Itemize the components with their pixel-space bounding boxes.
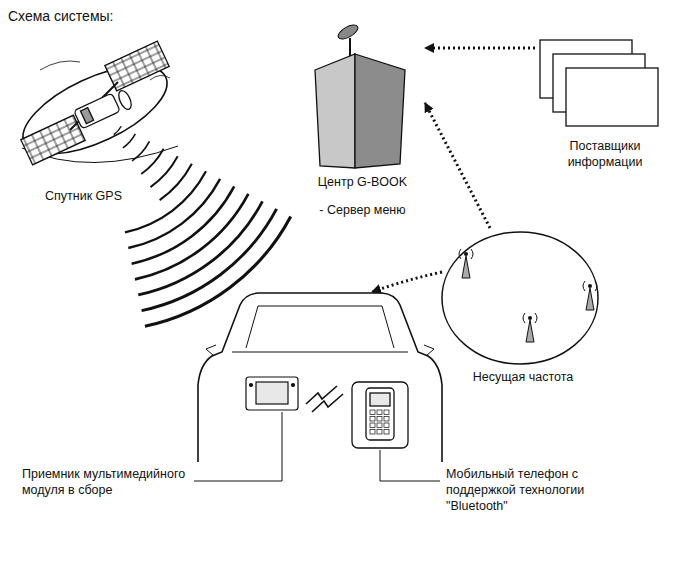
part-label: Приемник мультимедийного модуля в сборе bbox=[22, 466, 194, 498]
signal-wave bbox=[132, 141, 149, 161]
title: Схема системы: bbox=[8, 8, 113, 24]
signal-wave bbox=[128, 179, 220, 248]
phone-key bbox=[370, 417, 375, 422]
node-heading: Несущая частота bbox=[438, 369, 608, 385]
signal-wave bbox=[125, 171, 206, 232]
carrier-network: Несущая частота bbox=[438, 228, 608, 385]
bluetooth-link bbox=[306, 386, 343, 412]
signal-wave bbox=[141, 149, 163, 174]
node-subtext: - Сервер меню bbox=[300, 202, 425, 218]
node-illustration bbox=[300, 8, 425, 174]
node-illustration bbox=[438, 228, 608, 369]
phone-key bbox=[384, 417, 389, 422]
phone-key bbox=[377, 410, 382, 415]
carrier-link bbox=[372, 272, 442, 292]
phone-key bbox=[377, 430, 382, 435]
signal-wave bbox=[132, 186, 235, 263]
leader-line bbox=[194, 412, 282, 481]
node-heading: Центр G-BOOK bbox=[300, 174, 425, 190]
node-illustration bbox=[535, 38, 675, 138]
phone-key bbox=[370, 423, 375, 428]
gbook-center: Центр G-BOOK - Сервер меню bbox=[300, 8, 425, 218]
node-heading: Поставщики информации bbox=[555, 138, 655, 170]
phone-key bbox=[370, 410, 375, 415]
gps-satellite bbox=[11, 41, 179, 172]
car bbox=[198, 293, 442, 462]
signal-wave bbox=[138, 201, 262, 295]
signal-wave bbox=[150, 156, 177, 187]
signal-wave bbox=[123, 134, 135, 148]
signal-wave bbox=[160, 164, 192, 200]
signal-wave bbox=[114, 126, 121, 134]
phone-key bbox=[384, 430, 389, 435]
part-label: Мобильный телефон с поддержкой технологи… bbox=[446, 466, 586, 514]
info-providers: Поставщики информации bbox=[535, 38, 675, 170]
connectors bbox=[425, 48, 535, 228]
leader-line bbox=[380, 450, 440, 481]
data-link bbox=[425, 103, 490, 228]
phone-key bbox=[377, 423, 382, 428]
phone-key bbox=[377, 417, 382, 422]
mobile-phone bbox=[352, 382, 408, 448]
part-label: Спутник GPS bbox=[45, 188, 155, 204]
multimedia-receiver bbox=[246, 377, 298, 410]
phone-key bbox=[384, 410, 389, 415]
data-link bbox=[425, 47, 535, 50]
phone-key bbox=[370, 430, 375, 435]
phone-key bbox=[384, 423, 389, 428]
